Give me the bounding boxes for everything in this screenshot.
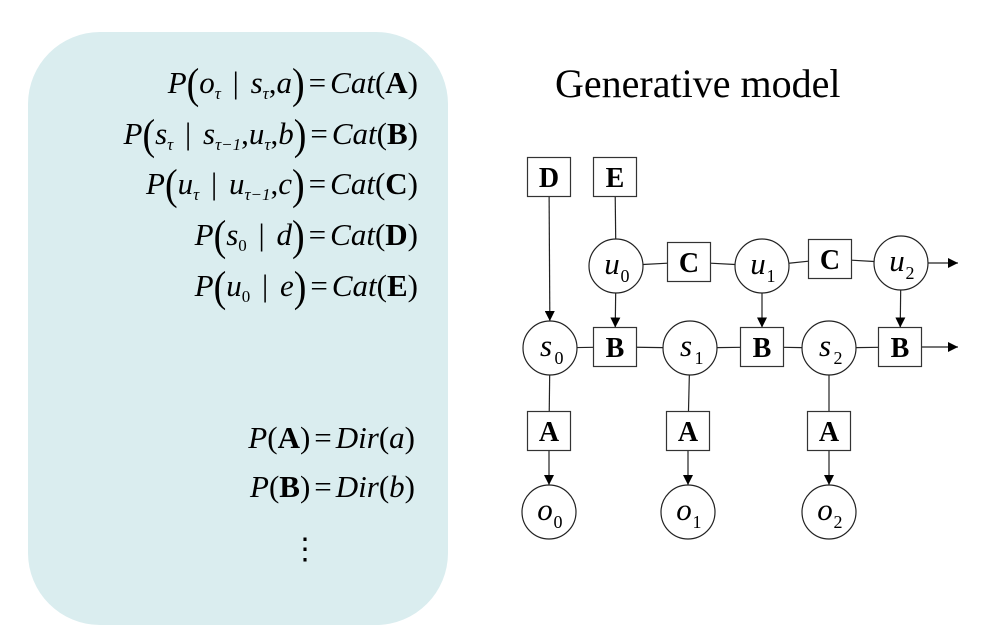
factor-label-b3: B: [891, 333, 910, 364]
factor-label-a1: A: [678, 417, 699, 448]
factor-node-b3: [877, 326, 923, 368]
factor-label-c2: C: [820, 245, 840, 276]
variable-subscript-s0: 0: [555, 348, 564, 368]
factor-node-b1: [592, 326, 638, 368]
diagram-title: Generative model: [555, 61, 841, 106]
factor-node-b2: [739, 326, 785, 368]
variable-label-s2: s: [819, 328, 831, 363]
edge-u1-C2: [788, 260, 809, 264]
variable-label-s0: s: [540, 328, 552, 363]
variable-subscript-o1: 1: [693, 512, 702, 532]
variable-node-u2: [873, 235, 929, 291]
equation-c: P(uτ | uτ−1,c)=Cat(C): [146, 160, 418, 210]
variable-subscript-s1: 1: [695, 348, 704, 368]
factor-node-d1: [526, 156, 572, 198]
variable-node-s2: [801, 320, 857, 376]
variable-subscript-u2: 2: [906, 263, 915, 283]
equations-panel: [28, 32, 448, 625]
variable-node-o0: [521, 484, 577, 540]
factor-node-e1: [592, 156, 638, 198]
factor-label-c1: C: [679, 248, 699, 279]
equation-b: P(sτ | sτ−1,uτ,b)=Cat(B): [123, 110, 419, 160]
variable-node-o1: [660, 484, 716, 540]
equation-e: P(u0 | e)=Cat(E): [194, 262, 418, 312]
variable-label-o2: o: [817, 492, 833, 527]
variable-node-u0: [588, 238, 644, 294]
prior-b: P(B)=Dir(b): [250, 469, 415, 504]
variable-subscript-u1: 1: [767, 266, 776, 286]
variable-label-u1: u: [750, 246, 766, 281]
factor-node-a0: [526, 410, 572, 452]
variable-label-u0: u: [604, 246, 620, 281]
factor-label-b2: B: [753, 333, 772, 364]
edge-C2-u2: [851, 259, 875, 263]
variable-label-o1: o: [676, 492, 692, 527]
continuation-ellipsis: ⋮: [290, 532, 320, 567]
variable-subscript-s2: 2: [834, 348, 843, 368]
variable-subscript-o0: 0: [554, 512, 563, 532]
variable-label-s1: s: [680, 328, 692, 363]
factor-node-a2: [806, 410, 852, 452]
variable-label-o0: o: [537, 492, 553, 527]
factor-node-c1: [666, 241, 712, 283]
factor-label-b1: B: [606, 333, 625, 364]
factor-label-d1: D: [539, 163, 559, 194]
factor-node-a1: [665, 410, 711, 452]
equation-d: P(s0 | d)=Cat(D): [194, 211, 418, 261]
variable-node-o2: [801, 484, 857, 540]
variable-node-s0: [522, 320, 578, 376]
prior-a: P(A)=Dir(a): [248, 420, 415, 455]
variable-node-s1: [662, 320, 718, 376]
factor-label-a0: A: [539, 417, 560, 448]
factor-label-a2: A: [819, 417, 840, 448]
edge-u0-C1: [642, 262, 668, 266]
variable-label-u2: u: [889, 243, 905, 278]
variable-subscript-o2: 2: [834, 512, 843, 532]
variable-node-u1: [734, 238, 790, 294]
edge-s1-A1: [687, 374, 690, 412]
edge-D1-s0: [544, 196, 555, 322]
factor-label-e1: E: [606, 163, 625, 194]
variable-subscript-u0: 0: [621, 266, 630, 286]
equation-a: P(oτ | sτ,a)=Cat(A): [167, 59, 418, 109]
factor-node-c2: [807, 238, 853, 280]
edge-C1-u1: [710, 262, 736, 266]
